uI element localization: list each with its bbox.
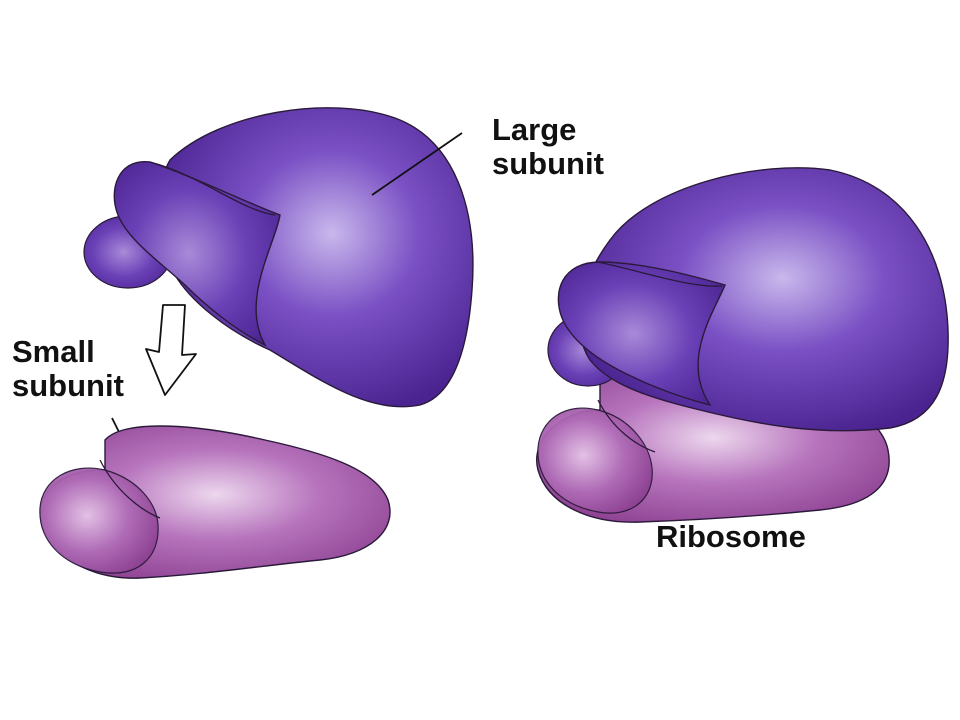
small-subunit-lobe xyxy=(39,467,159,574)
large-subunit-label-line2: subunit xyxy=(492,146,604,181)
small-subunit-label-line1: Small xyxy=(12,334,95,369)
small-subunit-label: Small subunit xyxy=(12,334,124,403)
ribosome-small-groove xyxy=(597,399,656,453)
assembly-arrow-icon xyxy=(145,304,197,396)
large-subunit-label: Large subunit xyxy=(492,112,604,181)
large-subunit-label-line1: Large xyxy=(492,112,576,147)
ribosome-large-fold xyxy=(597,261,723,287)
large-subunit-fold xyxy=(149,161,276,216)
small-subunit-label-line2: subunit xyxy=(12,368,124,403)
ribosome-shape xyxy=(536,167,949,523)
large-subunit-shape xyxy=(83,107,474,408)
ribosome-label: Ribosome xyxy=(656,519,806,554)
large-subunit-leader xyxy=(371,132,463,196)
small-subunit-shape xyxy=(39,425,391,579)
small-subunit-groove xyxy=(99,459,161,519)
ribosome-large-arm xyxy=(557,261,726,407)
